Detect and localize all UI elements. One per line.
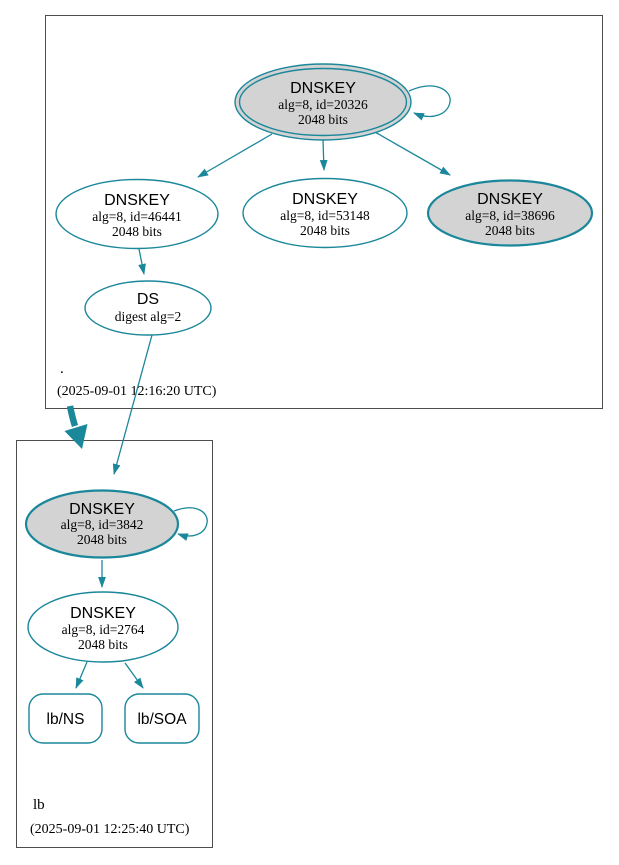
node-detail: alg=8, id=46441 (92, 209, 181, 224)
edge-ksk-self-sign (408, 85, 451, 121)
node-detail: digest alg=2 (115, 309, 181, 324)
node-detail: alg=8, id=53148 (280, 208, 370, 223)
zone-root-label: . (60, 361, 64, 377)
node-detail: alg=8, id=38696 (465, 208, 555, 223)
ds-node[interactable]: DS digest alg=2 (84, 280, 212, 336)
node-detail: alg=8, id=3842 (61, 517, 144, 532)
node-detail: 2048 bits (77, 532, 127, 547)
node-title: DNSKEY (477, 191, 543, 208)
dnskey-node-38696[interactable]: DNSKEY alg=8, id=38696 2048 bits (426, 179, 594, 247)
node-detail: 2048 bits (78, 637, 128, 652)
edge-zone-delegation (64, 405, 88, 449)
edge-lb-zsk-to-ns (75, 661, 88, 689)
dnskey-node-20326[interactable]: DNSKEY alg=8, id=20326 2048 bits (234, 63, 412, 141)
node-title: DNSKEY (290, 80, 356, 97)
zone-lb-box (16, 440, 213, 848)
edge-lb-zsk-to-soa (124, 662, 144, 689)
node-detail: alg=8, id=2764 (62, 622, 145, 637)
node-title: DNSKEY (104, 192, 170, 209)
edge-ds-to-lb-ksk (112, 334, 153, 475)
node-title: DNSKEY (69, 501, 135, 518)
zone-lb-timestamp: (2025-09-01 12:25:40 UTC) (30, 822, 190, 837)
dnskey-node-2764[interactable]: DNSKEY alg=8, id=2764 2048 bits (27, 591, 179, 663)
zone-lb-cluster: lb (2025-09-01 12:25:40 UTC) (16, 440, 213, 848)
rrset-label: lb/SOA (137, 711, 187, 728)
dnskey-node-46441[interactable]: DNSKEY alg=8, id=46441 2048 bits (55, 178, 219, 250)
node-title: DNSKEY (70, 605, 136, 622)
rrset-node-lb-soa[interactable]: lb/SOA (124, 693, 200, 744)
node-title: DS (137, 291, 159, 308)
edge-zsk-to-ds (138, 248, 146, 275)
edge-ksk-to-zsk-46441 (197, 133, 273, 178)
node-detail: 2048 bits (298, 112, 348, 127)
node-title: DNSKEY (292, 191, 358, 208)
edge-lb-ksk-self-sign (173, 507, 208, 541)
dnskey-node-3842[interactable]: DNSKEY alg=8, id=3842 2048 bits (24, 489, 180, 559)
rrset-node-lb-ns[interactable]: lb/NS (28, 693, 103, 744)
edge-ksk-to-zsk-53148 (319, 139, 328, 171)
node-detail: 2048 bits (485, 223, 535, 238)
node-detail: alg=8, id=20326 (278, 97, 368, 112)
dnskey-node-53148[interactable]: DNSKEY alg=8, id=53148 2048 bits (242, 177, 408, 249)
zone-lb-label: lb (33, 797, 45, 813)
rrset-label: lb/NS (47, 711, 85, 728)
node-detail: 2048 bits (112, 224, 162, 239)
zone-root-box (45, 15, 603, 409)
node-detail: 2048 bits (300, 223, 350, 238)
edge-ksk-to-zsk-38696 (374, 131, 451, 176)
